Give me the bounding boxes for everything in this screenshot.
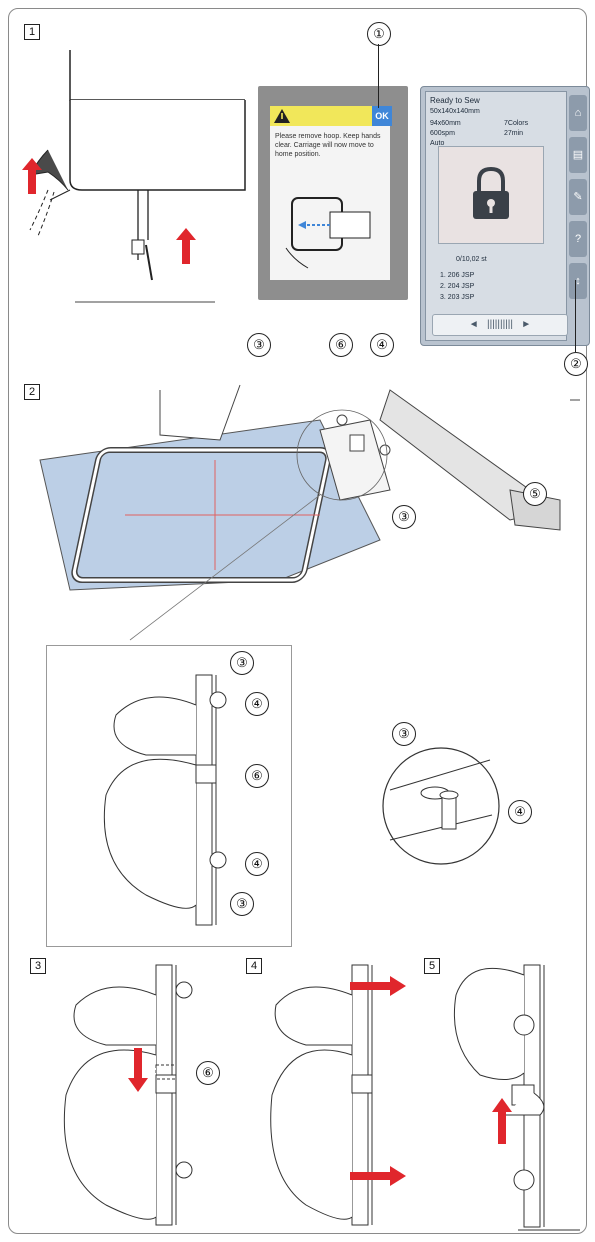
step5-up-arrow <box>492 1098 512 1144</box>
pin-slot-zoom <box>382 747 500 865</box>
lcd-hoop-size: 50x140x140mm <box>430 108 480 115</box>
help-icon[interactable]: ? <box>569 221 587 257</box>
callout-6-top: ⑥ <box>329 333 353 357</box>
warning-screen: OK Please remove hoop. Keep hands clear.… <box>258 86 408 300</box>
callout-3-detail-top: ③ <box>230 651 254 675</box>
lcd-list-item-1[interactable]: 1. 206 JSP <box>440 272 475 279</box>
warning-message: Please remove hoop. Keep hands clear. Ca… <box>275 133 381 158</box>
callout-5: ⑤ <box>523 482 547 506</box>
callout-6-detail: ⑥ <box>245 764 269 788</box>
hoop-attachment-illustration <box>39 384 580 641</box>
step3-hand-illustration <box>63 964 193 1226</box>
lcd-main-area: Ready to Sew 50x140x140mm 94x60mm 7Color… <box>425 91 568 341</box>
lcd-ready-screen: Ready to Sew 50x140x140mm 94x60mm 7Color… <box>420 86 590 346</box>
warning-dialog: OK Please remove hoop. Keep hands clear.… <box>270 106 392 280</box>
warning-bar <box>270 106 372 126</box>
step4-hand-illustration <box>270 964 373 1226</box>
step4-right-arrow-top <box>350 976 406 996</box>
callout-1-leader <box>378 44 380 108</box>
lcd-auto: Auto <box>430 140 445 147</box>
hoop-icon[interactable]: ▤ <box>569 137 587 173</box>
wrench-icon[interactable]: ✎ <box>569 179 587 215</box>
callout-4-detail-bottom: ④ <box>245 852 269 876</box>
remove-hoop-illustration <box>285 197 371 269</box>
callout-6-step3: ⑥ <box>196 1061 220 1085</box>
step-number-4: 4 <box>246 958 262 974</box>
lcd-time: 27min <box>504 130 524 137</box>
lock-icon <box>473 166 509 219</box>
callout-3-zoom: ③ <box>392 722 416 746</box>
ok-button[interactable]: OK <box>372 106 392 126</box>
warning-icon <box>274 109 290 123</box>
lcd-jog-bar[interactable]: ◄ |||||||||| ► <box>432 314 568 336</box>
home-icon[interactable]: ⌂ <box>569 95 587 131</box>
lcd-stitch-counter: 0/10,02 st <box>456 256 487 263</box>
lcd-list-item-2[interactable]: 2. 204 JSP <box>440 283 475 290</box>
hand-hoop-detail <box>103 674 227 926</box>
machine-head-illustration <box>29 50 246 303</box>
step4-right-arrow-bottom <box>350 1166 406 1186</box>
lcd-design-size: 94x60mm <box>430 120 461 127</box>
step3-down-arrow <box>128 1048 148 1092</box>
callout-2-leader <box>575 280 577 352</box>
step-number-2: 2 <box>24 384 40 400</box>
lcd-title: Ready to Sew <box>430 96 480 105</box>
lcd-speed: 600spm <box>430 130 455 137</box>
callout-3-mid: ③ <box>392 505 416 529</box>
callout-3-detail-bottom: ③ <box>230 892 254 916</box>
callout-4-detail-top: ④ <box>245 692 269 716</box>
callout-1: ① <box>367 22 391 46</box>
callout-4-zoom: ④ <box>508 800 532 824</box>
step-number-5: 5 <box>424 958 440 974</box>
needle-up-arrow <box>176 228 196 264</box>
lcd-colors: 7Colors <box>504 120 529 127</box>
callout-4-top: ④ <box>370 333 394 357</box>
callout-3-top: ③ <box>247 333 271 357</box>
lcd-list-item-3[interactable]: 3. 203 JSP <box>440 294 475 301</box>
lock-display <box>438 146 544 244</box>
callout-2: ② <box>564 352 588 376</box>
step-number-3: 3 <box>30 958 46 974</box>
needle-icon[interactable]: ↕ <box>569 263 587 299</box>
page-frame <box>8 8 587 1234</box>
hoop-detail-box <box>46 645 292 947</box>
step5-hand-illustration <box>453 964 580 1231</box>
step-number-1: 1 <box>24 24 40 40</box>
lever-up-arrow <box>22 158 42 194</box>
